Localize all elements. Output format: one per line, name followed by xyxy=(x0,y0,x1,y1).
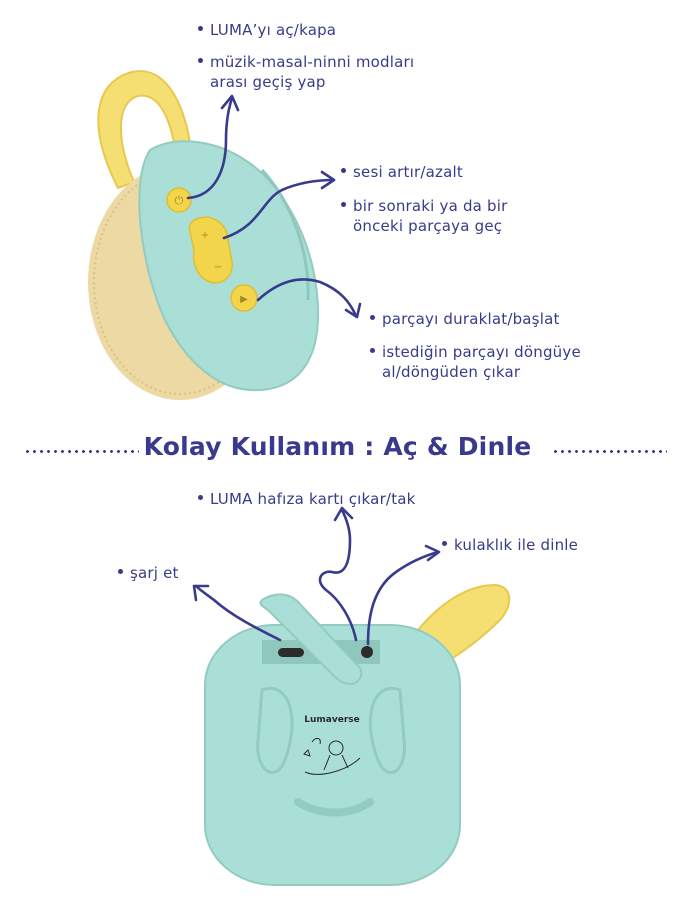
label-power: LUMA’yı aç/kapa xyxy=(198,20,336,40)
speaker-back-view: Lumaverse xyxy=(204,583,511,886)
arrow-headphone xyxy=(366,550,440,646)
arrow-power xyxy=(186,96,234,200)
label-volume: sesi artır/azalt xyxy=(341,162,463,182)
play-pause-button[interactable] xyxy=(230,284,258,312)
svg-text:−: − xyxy=(214,262,222,273)
label-loop: istediğin parçayı döngüye al/döngüden çı… xyxy=(370,342,581,382)
divider-dots-left xyxy=(24,450,139,453)
arrow-volume xyxy=(222,178,336,240)
speaker-side-view: ⏻ + − ▶ xyxy=(88,70,320,400)
svg-text:⏻: ⏻ xyxy=(175,194,184,207)
brand-logo-text: Lumaverse xyxy=(304,715,359,725)
label-play-pause: parçayı duraklat/başlat xyxy=(370,309,560,329)
power-button[interactable] xyxy=(166,187,192,213)
label-modes: müzik-masal-ninni modları arası geçiş ya… xyxy=(198,52,414,92)
arrow-play xyxy=(256,278,358,318)
port-cover-flap xyxy=(259,593,363,686)
label-track: bir sonraki ya da bir önceki parçaya geç xyxy=(341,196,507,236)
headphone-jack xyxy=(361,646,373,658)
volume-rocker[interactable] xyxy=(188,216,233,284)
label-headphone: kulaklık ile dinle xyxy=(442,535,578,555)
arrow-charge xyxy=(194,584,282,642)
arrow-memory-card xyxy=(318,508,358,642)
label-charge: şarj et xyxy=(118,563,179,583)
svg-text:▶: ▶ xyxy=(240,294,248,305)
divider-dots-right xyxy=(552,450,667,453)
usb-port xyxy=(278,648,304,657)
svg-text:+: + xyxy=(201,230,209,241)
label-memory-card: LUMA hafıza kartı çıkar/tak xyxy=(198,489,416,509)
logo-illustration xyxy=(303,737,361,775)
section-heading: Kolay Kullanım : Aç & Dinle xyxy=(143,432,532,461)
